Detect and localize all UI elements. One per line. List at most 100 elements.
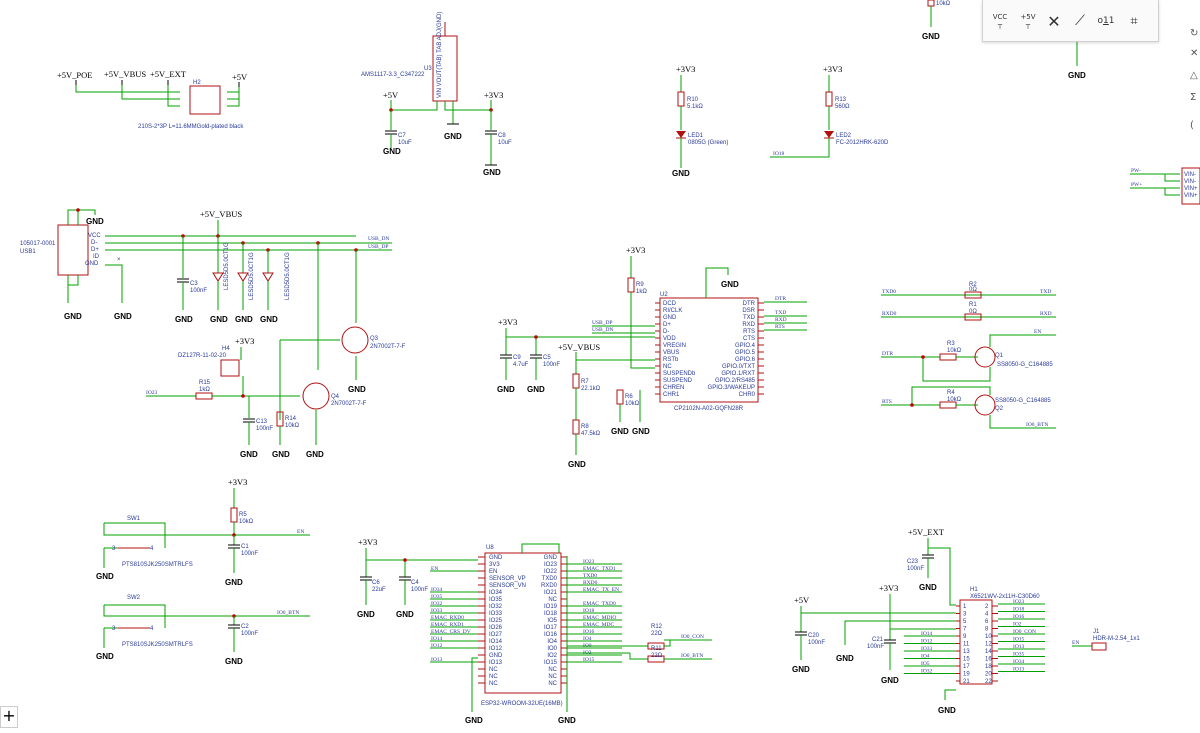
u2-pin-left: SUSPEND [663, 378, 693, 384]
u2-pin-right: GPIO.2/RS485 [715, 378, 756, 384]
u8-pin-left: IO32 [489, 604, 503, 610]
net-label-icon-text: o11 [1097, 16, 1115, 26]
connector-h1-body [959, 599, 993, 685]
bridge-u2-body [659, 297, 759, 403]
cap-c1-value: 100nF [241, 551, 258, 557]
switch-sw1-pin4: 4 [150, 546, 154, 552]
cap-c5-value: 100nF [543, 362, 560, 368]
esp-block: U8 ESP32-WROOM-32UE(16MB) GND3V3ENENSENS… [357, 537, 712, 725]
led1-value: 0805G (Green) [688, 140, 728, 146]
u2-pin-right: GPIO.4 [735, 343, 756, 349]
net-io0-sw: IO0_BTN [277, 610, 299, 616]
regulator-u3-ref: U3 [424, 66, 432, 72]
h1-net-left: IO12 [921, 639, 933, 645]
gnd-topright-b: GND [1068, 71, 1086, 80]
u8-pin-left: IO26 [489, 625, 503, 631]
gnd-c20: GND [792, 665, 810, 674]
net-5v-ext: +5V_EXT [150, 69, 187, 79]
gnd-h1: GND [836, 654, 854, 663]
u8-net-right: IO23 [583, 559, 595, 565]
net-txd-u2: TXD [775, 310, 786, 316]
net-pw-plus: PW+ [1131, 182, 1142, 188]
u8-net-left: EN [431, 566, 438, 572]
h1-pin-odd: 1 [963, 604, 967, 610]
u2-pin-right: RTS [743, 329, 755, 335]
vcc-symbol-tool[interactable]: VCC┬ [989, 10, 1011, 32]
esp-u8-part: ESP32-WROOM-32UE(16MB) [481, 701, 563, 707]
arc-icon[interactable]: ( [1190, 120, 1194, 131]
usb1-ref: USB1 [20, 249, 36, 255]
gnd-c2: GND [225, 657, 243, 666]
net-pw-minus: PW- [1131, 168, 1141, 174]
cap-c2-value: 100nF [241, 631, 258, 637]
u2-pin-right: CTS [743, 336, 755, 342]
u8-pin-right: RXD0 [541, 583, 558, 589]
mosfet-q4-symbol [302, 382, 330, 410]
u8-pin-left: IO34 [489, 590, 503, 596]
usb1-pin-vcc: VCC [88, 233, 101, 239]
cap-c7-ref: C7 [398, 133, 406, 139]
cap-c4-value: 100nF [411, 587, 428, 593]
u8-pin-left: IO25 [489, 618, 503, 624]
u8-net-right: IO18 [583, 608, 595, 614]
net-dtr-ar: DTR [882, 351, 893, 357]
gnd-d2: GND [235, 315, 253, 324]
cap-c13-ref: C13 [256, 419, 268, 425]
u2-pin-left: DCD [663, 301, 677, 307]
u2-pin-left: NC [663, 364, 672, 370]
triangle-icon[interactable]: △ [1190, 70, 1198, 81]
u8-pin-left: GND [489, 555, 503, 561]
h1-pin-odd: 15 [963, 657, 970, 663]
cross-icon[interactable]: ✕ [1190, 48, 1199, 59]
u8-net-left: IO14 [431, 636, 443, 642]
h1-net-left: IO33 [921, 646, 933, 652]
u8-net-left: IO34 [431, 587, 443, 593]
no-connect-icon[interactable]: ✕ [1047, 11, 1061, 31]
header-j1-ref: J1 [1093, 629, 1100, 635]
floating-toolbar: VCC┬ +5V┬ ✕ ⟋ o11 ⌗ [982, 0, 1159, 42]
net-label-icon[interactable]: o11 [1095, 10, 1117, 32]
h1-pin-even: 22 [985, 679, 992, 685]
u2-pin-left: D- [663, 329, 669, 335]
u8-net-left: IO12 [431, 643, 443, 649]
power-5v-tool[interactable]: +5V┬ [1017, 10, 1039, 32]
bus-entry-icon[interactable]: ⌗ [1130, 13, 1138, 29]
p5v-tool-glyph: ┬ [1025, 21, 1031, 29]
gnd-usb-b: GND [114, 312, 132, 321]
cap-c3-ref: C3 [190, 281, 198, 287]
header-h2-footprint: 210S-2*3P L=11.6MMGold-plated black [138, 124, 244, 130]
h1-net-right: IO2 [1013, 622, 1022, 628]
u8-net-right: IO4 [583, 636, 592, 642]
gnd-d1: GND [210, 315, 228, 324]
header-h2-body [189, 85, 221, 115]
res-r10-ref: R10 [687, 97, 699, 103]
res-r5-ref: R5 [239, 512, 247, 518]
net-io23-usb: IO23 [146, 390, 158, 396]
res-r12-ref: R12 [651, 624, 663, 630]
res-r5-value: 10kΩ [239, 519, 254, 525]
gnd-r6: GND [611, 427, 629, 436]
gnd-usb-a: GND [64, 312, 82, 321]
u8-pin-left: IO33 [489, 611, 503, 617]
rotate-icon[interactable]: ↻ [1190, 28, 1199, 39]
sum-icon[interactable]: Σ [1190, 92, 1197, 103]
usb-id-noconnect: × [117, 257, 121, 263]
wire-draw-icon[interactable]: ⟋ [1075, 13, 1085, 29]
net-en-j1: EN [1072, 640, 1079, 646]
net-io0-ar: IO0_BTN [1026, 422, 1048, 428]
gnd-c7: GND [383, 147, 401, 156]
switch-sw1-pin3: 3 [112, 546, 116, 552]
vin-pin-2: VIN- [1184, 179, 1196, 185]
zoom-in-button[interactable]: + [0, 706, 18, 728]
gnd-c21: GND [881, 676, 899, 685]
cap-c1-ref: C1 [241, 544, 249, 550]
u8-pin-right: IO23 [544, 562, 558, 568]
u8-net-left: EMAC_CRS_DV [431, 629, 471, 635]
u2-pin-left: GND [663, 315, 677, 321]
net-5v-vbus-u2: +5V_VBUS [558, 342, 600, 352]
gnd-h1-b: GND [938, 706, 956, 715]
cap-c20-ref: C20 [808, 633, 820, 639]
cap-c20-value: 100nF [808, 640, 825, 646]
gnd-r14: GND [272, 450, 290, 459]
